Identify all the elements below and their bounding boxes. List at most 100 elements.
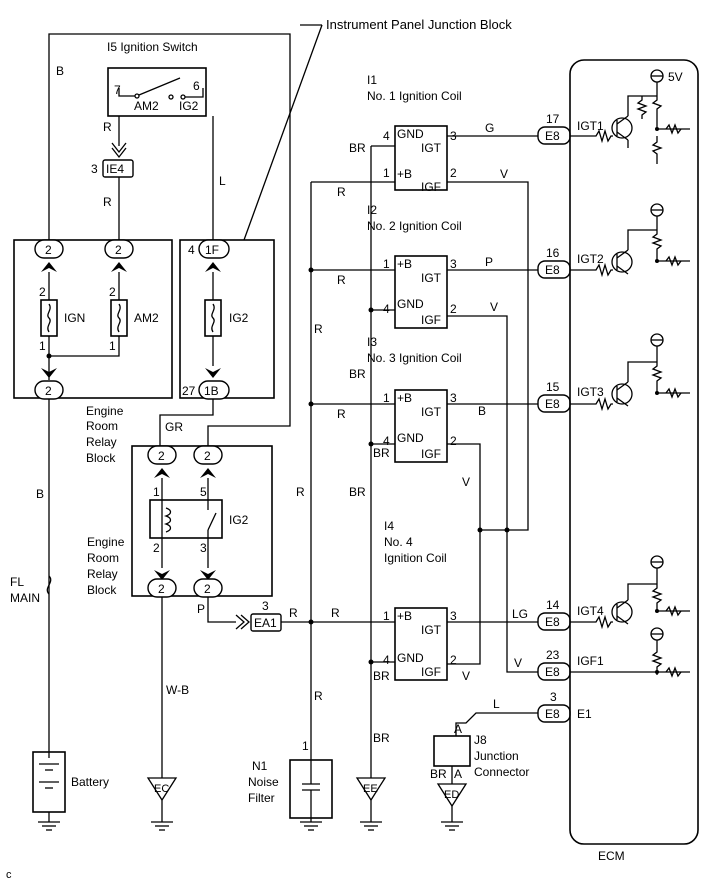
erb-am2-n2: 2 <box>109 285 116 299</box>
coil3-gnd: GND <box>397 431 424 445</box>
coil2-igt: IGT <box>421 271 442 285</box>
erb-top-box <box>13 239 173 399</box>
junction-r-3 <box>308 401 314 407</box>
j8-label-2: Connector <box>474 765 529 779</box>
ecm-pin-14: 14 <box>546 598 560 612</box>
coil3-box <box>394 389 448 463</box>
j8-id: J8 <box>474 733 487 747</box>
fuse-ign-label: IGN <box>64 311 85 325</box>
ecm-sig-igf1: IGF1 <box>577 654 604 668</box>
coil2-igf: IGF <box>421 313 441 327</box>
coil3-name: No. 3 Ignition Coil <box>367 351 462 365</box>
coil4-id: I4 <box>384 519 394 533</box>
coil1-p1: 1 <box>383 166 390 180</box>
ig-switch-am2: AM2 <box>134 99 159 113</box>
relay-block-label-3: Relay <box>87 567 118 581</box>
ground-ec-symbol <box>146 777 178 802</box>
noise-filter-id: N1 <box>252 759 268 773</box>
ecm-label: ECM <box>598 849 625 863</box>
relay-n2: 2 <box>153 541 160 555</box>
relay-pin-a <box>147 445 177 465</box>
coil1-box <box>394 125 448 191</box>
coil4-name-2: Ignition Coil <box>384 551 447 565</box>
relay-ig2-label: IG2 <box>229 513 249 527</box>
ecm-driver-igt4 <box>570 555 690 630</box>
erb-wire-4 <box>49 336 120 357</box>
coil2-p4: 4 <box>383 302 390 316</box>
ecm-pin-16: 16 <box>546 246 560 260</box>
fuse-ign-element <box>47 303 51 333</box>
relay-chevron-2 <box>200 468 216 478</box>
erb-top-label-4: Block <box>86 451 116 465</box>
switch-contact-a <box>168 94 174 100</box>
erb-top-pin2-right <box>104 239 134 259</box>
ecm-conn-igt4-label: E8 <box>545 615 560 629</box>
coil1-id: I1 <box>367 73 377 87</box>
wire-color-r-1: R <box>103 120 112 134</box>
coil4-p1: 1 <box>383 609 390 623</box>
wire-color-v-3: V <box>462 475 470 489</box>
ipjb-chevron-up <box>205 262 221 272</box>
ecm-vcc-label: 5V <box>668 70 683 84</box>
erb-top-pin2-left-num: 2 <box>45 243 52 257</box>
ig-switch-ig2: IG2 <box>179 99 199 113</box>
ea1-chevron-2 <box>240 614 250 630</box>
relay-ig2-box <box>149 499 223 539</box>
relay-coil <box>163 507 172 533</box>
coil3-id: I3 <box>367 335 377 349</box>
ecm-driver-igt1 <box>570 82 690 164</box>
erb-top-label-2: Room <box>86 419 118 433</box>
ig-switch-outline-wire <box>48 33 291 446</box>
fl-main-label-1: FL <box>10 575 24 589</box>
ignition-switch-box <box>107 67 207 117</box>
coil2-p3: 3 <box>450 257 457 271</box>
ipjb-pin-1b <box>198 380 230 400</box>
callout-leader-diag <box>243 24 323 241</box>
ig-switch-pin6: 6 <box>193 79 200 93</box>
ecm-conn-igt2-label: E8 <box>545 263 560 277</box>
relay-pin-a-num: 2 <box>158 449 165 463</box>
fuse-am2-label: AM2 <box>134 311 159 325</box>
coil4-igt: IGT <box>421 623 442 637</box>
ipjb-pin-1b-num: 27 <box>182 384 196 398</box>
wire-igf-c2 <box>447 315 508 530</box>
battery-label: Battery <box>71 775 109 789</box>
ie4-label: IE4 <box>106 162 124 176</box>
relay-chevron-4 <box>200 570 216 580</box>
j8-wire-br: BR <box>430 767 447 781</box>
ecm-sig-igt4: IGT4 <box>577 604 604 618</box>
relay-chevron-3 <box>154 570 170 580</box>
coil2-gnd: GND <box>397 297 424 311</box>
ig-switch-right-contact <box>185 88 204 98</box>
ig-switch-title: I5 Ignition Switch <box>107 40 198 54</box>
wire-color-l: L <box>219 174 226 188</box>
ea1-pin: 3 <box>262 599 269 613</box>
wire-color-b-bottom: B <box>36 487 44 501</box>
coil3-p3: 3 <box>450 391 457 405</box>
relay-block-label-1: Engine <box>87 535 125 549</box>
coil2-b: +B <box>397 257 412 271</box>
ground-ec-label: EC <box>154 783 169 795</box>
wire-color-l-e1: L <box>493 697 500 711</box>
wire-igf-ecm <box>506 530 538 673</box>
coil2-id: I2 <box>367 203 377 217</box>
j8-label-1: Junction <box>474 749 519 763</box>
wire-igf-c3 <box>447 443 481 530</box>
wire-color-r-bus-3: R <box>314 689 323 703</box>
j8-box <box>433 735 471 767</box>
fusible-link <box>46 575 52 595</box>
wire-e1-l <box>455 712 538 736</box>
relay-pin-d-num: 2 <box>204 582 211 596</box>
erb-am2-n1: 1 <box>109 339 116 353</box>
wire-color-b-igt3: B <box>478 404 486 418</box>
coil3-p1: 1 <box>383 391 390 405</box>
junction-br-4 <box>368 659 374 665</box>
wire-color-r-bus-1: R <box>314 322 323 336</box>
j8-pin-a-bottom: A <box>454 767 462 781</box>
ipjb-chevron-down <box>205 368 221 378</box>
wire-color-gr: GR <box>165 420 183 434</box>
ea1-chevron-1 <box>235 614 245 630</box>
coil1-b: +B <box>397 167 412 181</box>
erb-top-label-3: Relay <box>86 435 117 449</box>
